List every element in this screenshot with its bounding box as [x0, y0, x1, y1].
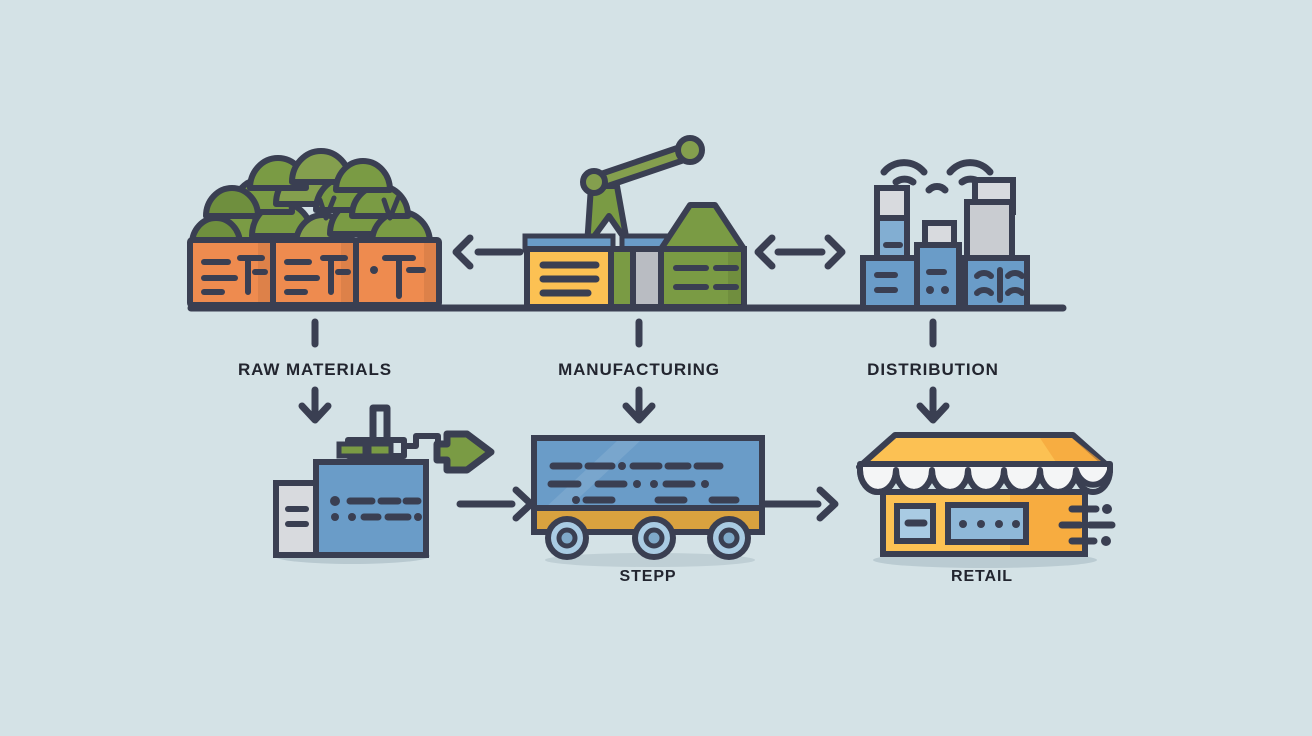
- flow-arrow-truck-to-retail: [774, 486, 839, 522]
- crane: [580, 135, 705, 249]
- crate-2: [270, 237, 359, 308]
- produce-pile: [189, 148, 433, 247]
- crate-3: [353, 237, 442, 308]
- connector-arrow-bidirectional: [754, 234, 846, 270]
- stage-label-manufacturing: MANUFACTURING: [558, 360, 720, 379]
- stage-label-raw-materials: RAW MATERIALS: [238, 360, 392, 379]
- retail-text-marks: [1058, 504, 1116, 546]
- awning-scallops: [857, 461, 1113, 495]
- node-label-retail: RETAIL: [951, 568, 1013, 585]
- plant-icon: [273, 404, 441, 564]
- factory-building-yellow: [524, 246, 614, 310]
- retail-storefront-icon: [856, 432, 1116, 568]
- crate-1: [187, 237, 276, 308]
- distribution-icon: [860, 159, 1030, 311]
- stage-label-distribution: DISTRIBUTION: [867, 360, 999, 379]
- arrow-down-distribution: [916, 386, 950, 424]
- manufacturing-icon: [522, 135, 747, 310]
- truck-wheels: [545, 516, 751, 560]
- truck-text-marks: [547, 462, 740, 504]
- raw-materials-icon: [187, 148, 442, 308]
- arrow-down-manufacturing: [622, 386, 656, 424]
- arrow-cursor-badge-icon: [433, 430, 495, 474]
- delivery-truck-icon: [531, 435, 804, 567]
- node-label-shipping: STEPP: [620, 568, 677, 585]
- arrow-down-raw-materials: [298, 386, 332, 424]
- factory-building-green: [658, 202, 747, 310]
- vertical-connectors: [298, 318, 950, 424]
- connector-arrow-left: [452, 234, 524, 270]
- plant-detail-marks: [330, 496, 422, 521]
